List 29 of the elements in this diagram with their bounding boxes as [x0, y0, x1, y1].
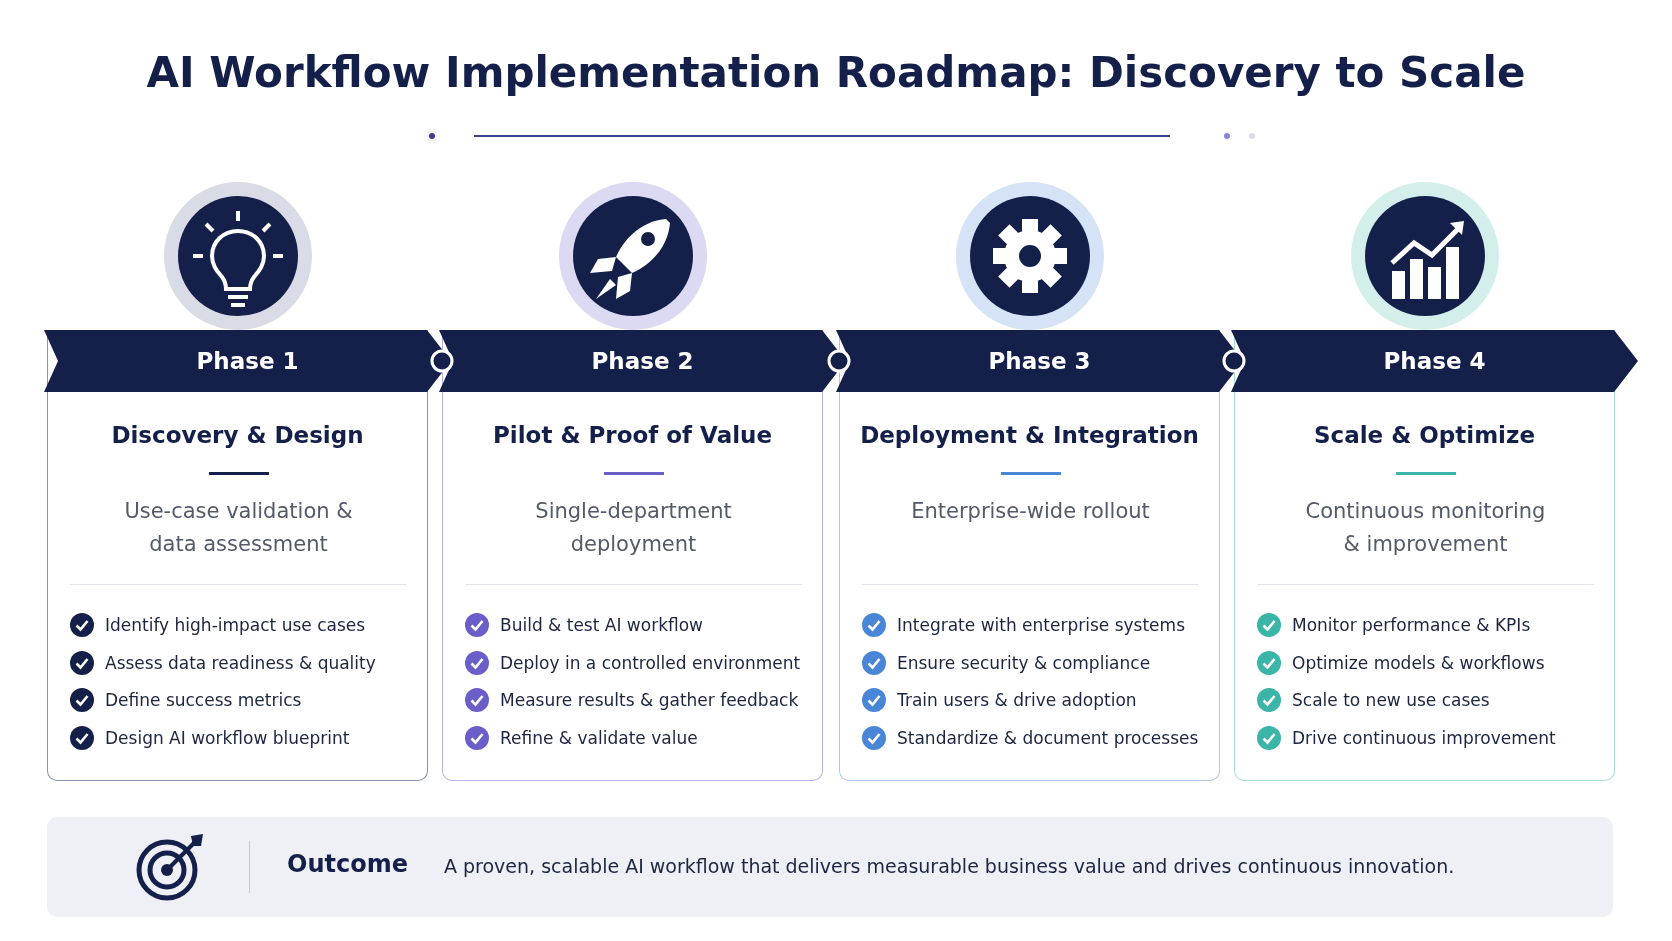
- phase-title: Pilot & Proof of Value: [491, 422, 773, 448]
- list-item-text: Refine & validate value: [500, 726, 698, 750]
- list-item-text: Standardize & document processes: [897, 726, 1199, 750]
- list-item-text: Monitor performance & KPIs: [1292, 614, 1531, 637]
- phase-banner: Phase 4: [1231, 330, 1638, 392]
- list-item-text: Design AI workflow blueprint: [105, 726, 350, 750]
- list-item-text: Define success metrics: [105, 689, 302, 712]
- list-item-text: Deploy in a controlled environment: [500, 651, 801, 675]
- list-item-text: Scale to new use cases: [1292, 689, 1490, 712]
- list-item-text: Ensure security & compliance: [897, 651, 1151, 675]
- phase-title: Discovery & Design: [110, 422, 365, 448]
- list-item-text: Train users & drive adoption: [897, 689, 1137, 712]
- list-item-text: Measure results & gather feedback: [500, 689, 799, 712]
- phase-description: Use-case validation & data assessment: [123, 498, 354, 558]
- list-item-text: Build & test AI workflow: [500, 614, 703, 637]
- outcome-label: Outcome: [287, 850, 408, 878]
- phase-description: Continuous monitoring & improvement: [1304, 498, 1547, 558]
- phase-description: Enterprise-wide rollout: [910, 498, 1151, 525]
- phase-title: Scale & Optimize: [1313, 422, 1536, 448]
- phase-description: Single-department deployment: [534, 498, 733, 558]
- list-item-text: Assess data readiness & quality: [105, 651, 376, 675]
- outcome-text: A proven, scalable AI workflow that delivers measurable business value and drives continuous innovation.: [444, 855, 1455, 877]
- list-item-text: Drive continuous improvement: [1292, 726, 1556, 750]
- list-item-text: Optimize models & workflows: [1292, 651, 1545, 675]
- outcome-panel: [47, 817, 1613, 917]
- title: AI Workflow Implementation Roadmap: Discovery to Scale: [145, 48, 1527, 97]
- phase-title: Deployment & Integration: [859, 422, 1200, 448]
- list-item-text: Identify high-impact use cases: [105, 614, 366, 637]
- list-item-text: Integrate with enterprise systems: [897, 614, 1185, 637]
